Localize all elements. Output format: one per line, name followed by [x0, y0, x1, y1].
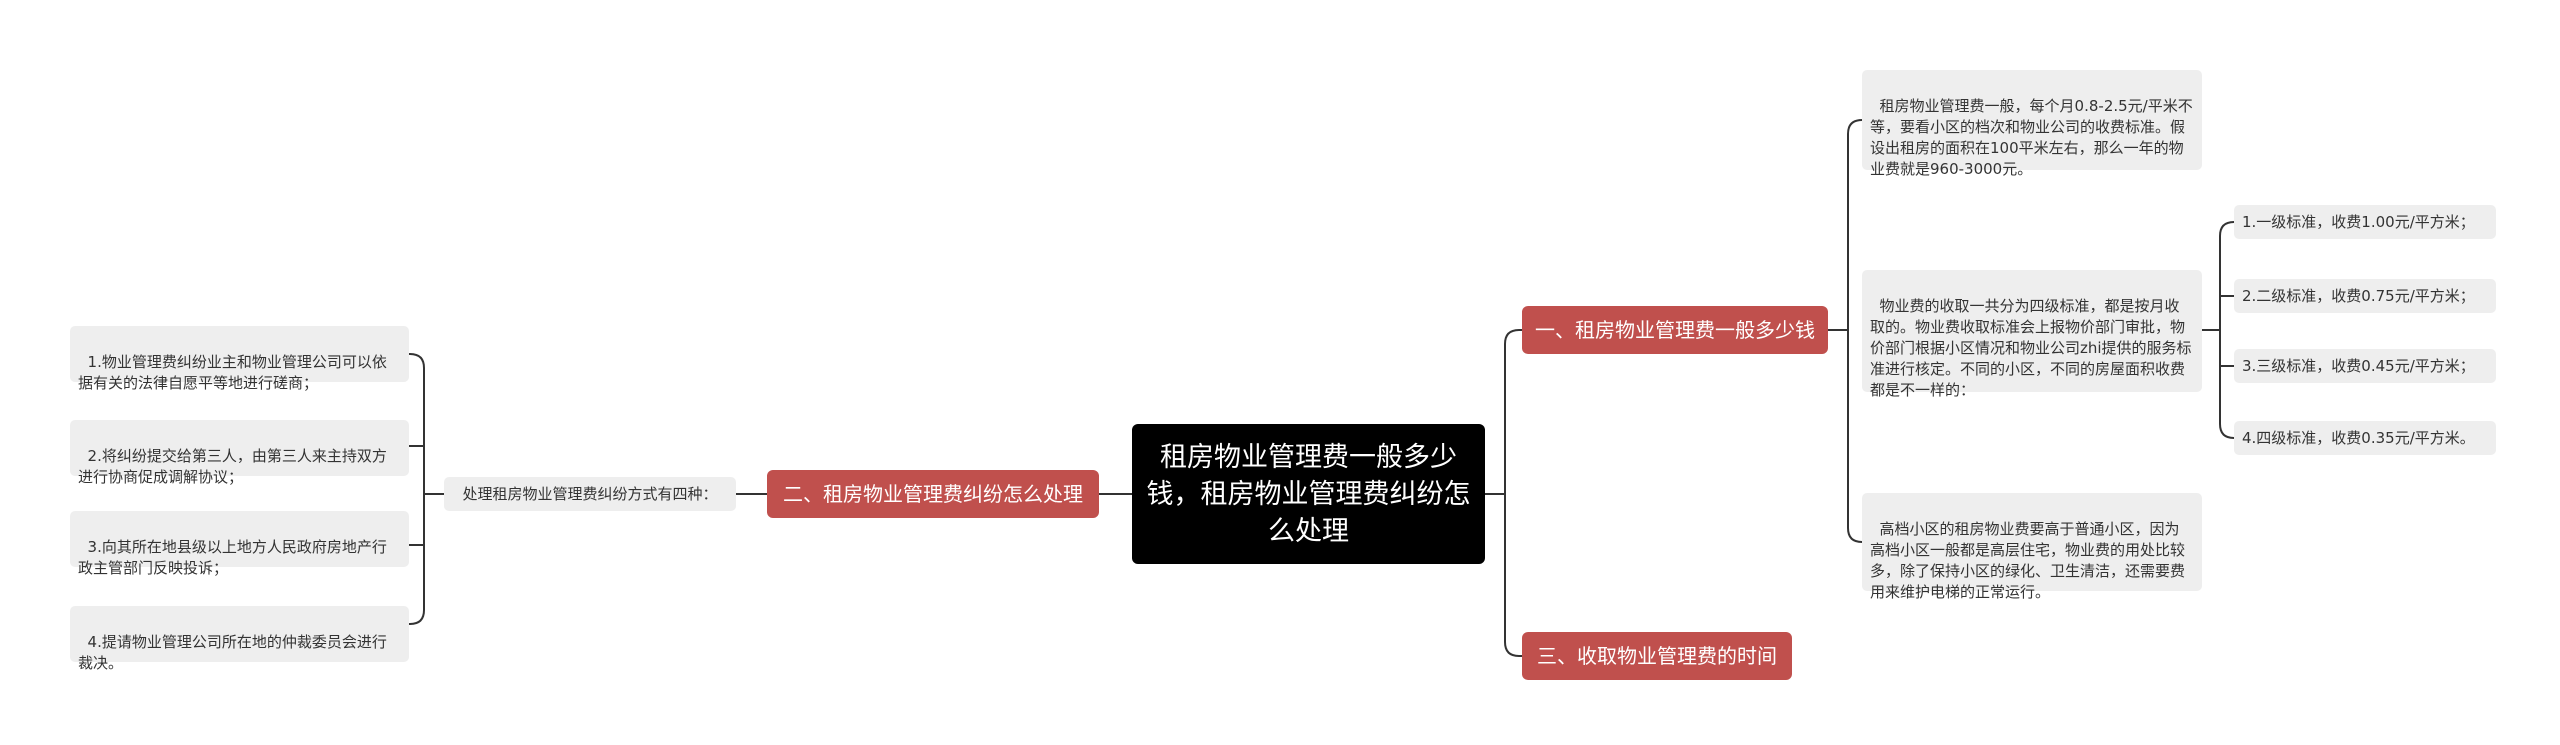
connector-note2-standards [2202, 221, 2235, 439]
standard-item-3: 3.三级标准，收费0.45元/平方米； [2234, 349, 2496, 383]
branch-1-title: 一、租房物业管理费一般多少钱 [1535, 318, 1815, 342]
dispute-item-4: 4.提请物业管理公司所在地的仲裁委员会进行裁决。 [70, 606, 409, 672]
dispute-item-3: 3.向其所在地县级以上地方人民政府房地产行政主管部门反映投诉； [70, 511, 409, 577]
standard-item-4: 4.四级标准，收费0.35元/平方米。 [2234, 421, 2496, 455]
branch-1-note-1: 租房物业管理费一般，每个月0.8-2.5元/平米不等，要看小区的档次和物业公司的… [1862, 70, 2202, 178]
root-node[interactable]: 租房物业管理费一般多少钱，租房物业管理费纠纷怎么处理 [1132, 424, 1485, 564]
dispute-item-1: 1.物业管理费纠纷业主和物业管理公司可以依据有关的法律自愿平等地进行磋商； [70, 326, 409, 392]
branch-2-label: 处理租房物业管理费纠纷方式有四种： [444, 477, 736, 511]
connector-label-items [409, 353, 444, 625]
standard-item-2: 2.二级标准，收费0.75元/平方米； [2234, 279, 2496, 313]
branch-2-title: 二、租房物业管理费纠纷怎么处理 [783, 482, 1083, 506]
connector-b1-notes [1828, 119, 1863, 543]
branch-1-note-2: 物业费的收取一共分为四级标准，都是按月收取的。物业费收取标准会上报物价部门审批，… [1862, 270, 2202, 399]
branch-3-node[interactable]: 三、收取物业管理费的时间 [1522, 632, 1792, 680]
standard-item-1: 1.一级标准，收费1.00元/平方米； [2234, 205, 2496, 239]
root-text: 租房物业管理费一般多少钱，租房物业管理费纠纷怎么处理 [1146, 441, 1471, 547]
branch-3-title: 三、收取物业管理费的时间 [1537, 644, 1777, 668]
connector-root-right [1485, 329, 1522, 657]
dispute-item-2: 2.将纠纷提交给第三人，由第三人来主持双方进行协商促成调解协议； [70, 420, 409, 486]
branch-1-node[interactable]: 一、租房物业管理费一般多少钱 [1522, 306, 1828, 354]
branch-1-note-3: 高档小区的租房物业费要高于普通小区，因为高档小区一般都是高层住宅，物业费的用处比… [1862, 493, 2202, 601]
branch-2-node[interactable]: 二、租房物业管理费纠纷怎么处理 [767, 470, 1099, 518]
